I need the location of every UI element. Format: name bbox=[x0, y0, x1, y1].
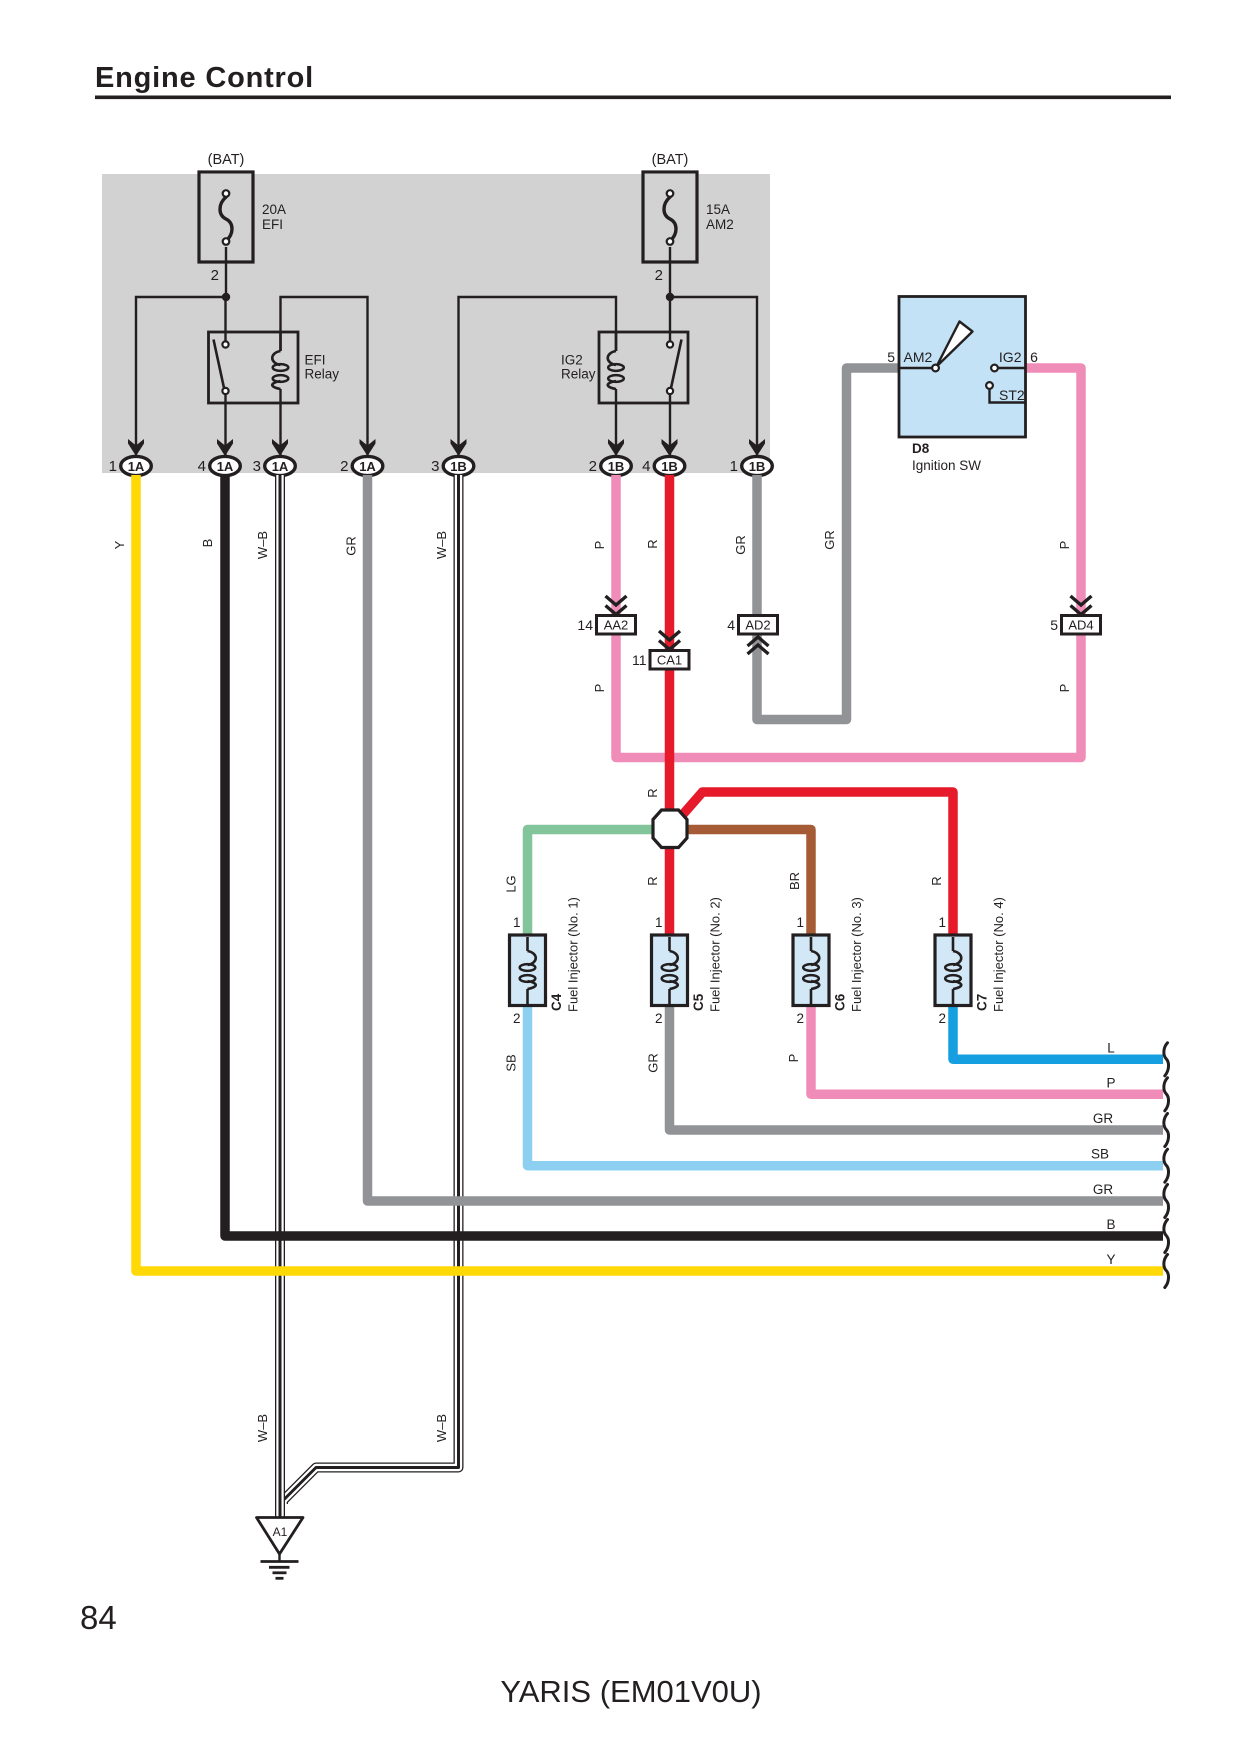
svg-text:Engine Control: Engine Control bbox=[95, 62, 314, 94]
svg-text:SB: SB bbox=[1091, 1147, 1109, 1162]
svg-text:ST2: ST2 bbox=[999, 387, 1025, 403]
svg-text:1: 1 bbox=[655, 915, 663, 930]
svg-text:4: 4 bbox=[727, 617, 735, 633]
svg-text:1A: 1A bbox=[128, 459, 145, 474]
svg-text:R: R bbox=[645, 788, 660, 797]
svg-text:2: 2 bbox=[340, 458, 348, 475]
svg-text:14: 14 bbox=[577, 617, 593, 633]
svg-text:Fuel Injector (No. 2): Fuel Injector (No. 2) bbox=[708, 897, 723, 1012]
svg-text:GR: GR bbox=[344, 536, 359, 556]
svg-text:5: 5 bbox=[1050, 617, 1058, 633]
svg-text:AM2: AM2 bbox=[904, 349, 933, 365]
svg-text:6: 6 bbox=[1030, 349, 1038, 365]
svg-text:1B: 1B bbox=[749, 459, 766, 474]
svg-text:P: P bbox=[1106, 1075, 1115, 1090]
svg-text:1: 1 bbox=[796, 915, 804, 930]
svg-text:(BAT): (BAT) bbox=[208, 152, 245, 168]
svg-text:84: 84 bbox=[80, 1599, 117, 1636]
svg-text:2: 2 bbox=[655, 267, 663, 284]
svg-text:IG2: IG2 bbox=[561, 353, 583, 368]
svg-text:R: R bbox=[645, 539, 660, 548]
svg-text:Y: Y bbox=[1106, 1252, 1115, 1267]
svg-text:1A: 1A bbox=[217, 459, 234, 474]
svg-text:5: 5 bbox=[887, 349, 895, 365]
svg-text:1A: 1A bbox=[359, 459, 376, 474]
svg-text:3: 3 bbox=[253, 458, 261, 475]
svg-text:1A: 1A bbox=[272, 459, 289, 474]
svg-text:Ignition SW: Ignition SW bbox=[912, 458, 981, 473]
svg-text:2: 2 bbox=[211, 267, 219, 284]
svg-text:P: P bbox=[1057, 684, 1072, 693]
svg-text:D8: D8 bbox=[912, 441, 930, 456]
svg-text:B: B bbox=[1106, 1217, 1115, 1232]
svg-text:BR: BR bbox=[787, 872, 802, 890]
svg-text:P: P bbox=[786, 1054, 801, 1063]
svg-text:EFI: EFI bbox=[305, 353, 326, 368]
svg-text:W–B: W–B bbox=[434, 1414, 449, 1442]
svg-text:CA1: CA1 bbox=[657, 653, 682, 668]
svg-text:1: 1 bbox=[109, 458, 117, 475]
svg-text:AD2: AD2 bbox=[745, 618, 770, 633]
svg-text:GR: GR bbox=[1093, 1111, 1114, 1126]
svg-text:LG: LG bbox=[504, 875, 519, 892]
svg-text:A1: A1 bbox=[273, 1525, 288, 1539]
svg-text:C5: C5 bbox=[691, 993, 706, 1011]
svg-text:1: 1 bbox=[730, 458, 738, 475]
svg-text:1B: 1B bbox=[661, 459, 678, 474]
svg-text:R: R bbox=[645, 876, 660, 885]
svg-text:4: 4 bbox=[642, 458, 650, 475]
svg-text:SB: SB bbox=[504, 1054, 519, 1071]
svg-text:IG2: IG2 bbox=[999, 349, 1022, 365]
svg-text:Relay: Relay bbox=[561, 367, 596, 382]
svg-text:C7: C7 bbox=[975, 994, 990, 1011]
svg-text:11: 11 bbox=[632, 652, 647, 668]
svg-text:AM2: AM2 bbox=[706, 217, 734, 232]
svg-text:YARIS (EM01V0U): YARIS (EM01V0U) bbox=[500, 1674, 761, 1709]
svg-text:1: 1 bbox=[513, 915, 521, 930]
svg-text:AA2: AA2 bbox=[604, 618, 629, 633]
svg-text:GR: GR bbox=[733, 535, 748, 555]
svg-text:20A: 20A bbox=[262, 202, 286, 217]
svg-text:4: 4 bbox=[198, 458, 206, 475]
svg-text:1B: 1B bbox=[608, 459, 625, 474]
svg-text:3: 3 bbox=[431, 458, 439, 475]
svg-text:EFI: EFI bbox=[262, 217, 283, 232]
svg-text:GR: GR bbox=[1093, 1182, 1114, 1197]
svg-text:2: 2 bbox=[938, 1011, 946, 1026]
svg-text:AD4: AD4 bbox=[1068, 618, 1093, 633]
svg-text:Y: Y bbox=[112, 540, 127, 549]
svg-text:1: 1 bbox=[938, 915, 946, 930]
svg-text:2: 2 bbox=[796, 1011, 804, 1026]
svg-text:P: P bbox=[592, 684, 607, 693]
svg-text:Fuel Injector (No. 4): Fuel Injector (No. 4) bbox=[991, 897, 1006, 1012]
svg-text:2: 2 bbox=[655, 1011, 663, 1026]
svg-text:(BAT): (BAT) bbox=[652, 152, 689, 168]
svg-text:P: P bbox=[1057, 541, 1072, 550]
svg-text:L: L bbox=[1107, 1040, 1115, 1055]
svg-text:W–B: W–B bbox=[255, 531, 270, 559]
svg-text:Relay: Relay bbox=[305, 367, 340, 382]
svg-text:W–B: W–B bbox=[434, 531, 449, 559]
svg-text:2: 2 bbox=[513, 1011, 521, 1026]
svg-text:P: P bbox=[592, 541, 607, 550]
svg-text:1B: 1B bbox=[450, 459, 467, 474]
svg-text:W–B: W–B bbox=[255, 1414, 270, 1442]
svg-text:C4: C4 bbox=[549, 993, 564, 1011]
svg-text:R: R bbox=[929, 876, 944, 885]
svg-text:2: 2 bbox=[589, 458, 597, 475]
svg-text:GR: GR bbox=[646, 1053, 661, 1073]
svg-text:Fuel Injector (No. 1): Fuel Injector (No. 1) bbox=[566, 897, 581, 1012]
svg-text:B: B bbox=[200, 539, 215, 548]
svg-text:C6: C6 bbox=[833, 993, 848, 1011]
svg-text:15A: 15A bbox=[706, 202, 730, 217]
svg-text:Fuel Injector (No. 3): Fuel Injector (No. 3) bbox=[849, 897, 864, 1012]
svg-text:GR: GR bbox=[822, 530, 837, 550]
